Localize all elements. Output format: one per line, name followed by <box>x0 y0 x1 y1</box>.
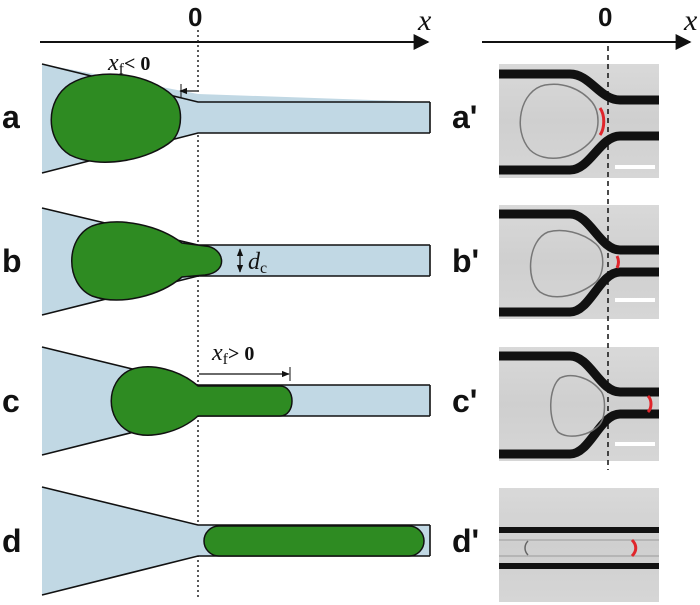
xf-pos-annotation: xf> 0 <box>211 340 254 368</box>
xf-pos-var: x <box>211 340 223 366</box>
xf-neg-annotation: xf< 0 <box>107 50 150 78</box>
xf-pos-rest: > 0 <box>228 343 254 365</box>
droplet <box>110 366 293 436</box>
photo-label-d-prime: d' <box>452 523 479 559</box>
photo-panel-d-prime: d' <box>452 488 659 602</box>
interface-marker <box>646 394 653 414</box>
scale-bar <box>615 442 655 446</box>
photo-label-a-prime: a' <box>452 99 477 135</box>
xf-neg-var: x <box>107 50 119 76</box>
photo-x-axis: 0 x <box>482 2 698 50</box>
xf-neg-rest: < 0 <box>124 53 150 75</box>
photo-channel-wall-bottom <box>499 131 659 175</box>
droplet <box>203 525 425 557</box>
photo-droplet-outline <box>550 374 606 437</box>
panel-label-d: d <box>2 523 22 559</box>
photo-panel-a-prime: a' <box>452 64 659 178</box>
schematic-axis-variable-label: x <box>417 4 432 37</box>
photo-background <box>499 64 659 178</box>
photo-panel-c-prime: c' <box>452 347 659 461</box>
photo-channel-wall-top <box>499 351 659 397</box>
xf-pos-sub: f <box>223 351 229 368</box>
droplet <box>50 73 182 163</box>
photo-label-c-prime: c' <box>452 383 477 419</box>
dc-var: d <box>248 249 261 275</box>
photo-label-b-prime: b' <box>452 243 479 279</box>
schematic-axis-origin-label: 0 <box>188 2 202 32</box>
photo-panel-b-prime: b' <box>452 205 659 319</box>
schematic-panel-d: d <box>2 486 431 596</box>
schematic-panel-a: xf< 0 a <box>2 50 431 174</box>
scale-bar <box>615 165 655 169</box>
photo-axis-origin-label: 0 <box>598 2 612 32</box>
interface-marker <box>630 538 638 558</box>
photo-channel-wall-top <box>499 209 659 255</box>
photo-axis-variable-label: x <box>683 4 698 37</box>
photo-channel-wall-bottom <box>499 267 659 317</box>
panel-label-c: c <box>2 383 20 419</box>
photo-droplet-outline <box>529 229 604 298</box>
photo-droplet-outline <box>519 83 599 159</box>
photo-droplet-rear <box>524 540 529 556</box>
xf-neg-sub: f <box>119 61 125 78</box>
dc-sub: c <box>260 260 267 277</box>
interface-marker <box>615 255 620 269</box>
schematic-panel-b: dc b <box>2 207 431 316</box>
schematic-panel-c: xf> 0 c <box>2 340 431 456</box>
photo-channel-wall-bottom <box>499 409 659 459</box>
photo-channel-wall-top <box>499 69 659 105</box>
schematic-x-axis: 0 x <box>40 2 432 50</box>
panel-label-b: b <box>2 243 22 279</box>
scale-bar <box>615 298 655 302</box>
dc-annotation: dc <box>248 249 267 277</box>
droplet <box>71 221 223 301</box>
panel-label-a: a <box>2 99 20 135</box>
interface-marker <box>598 107 606 136</box>
